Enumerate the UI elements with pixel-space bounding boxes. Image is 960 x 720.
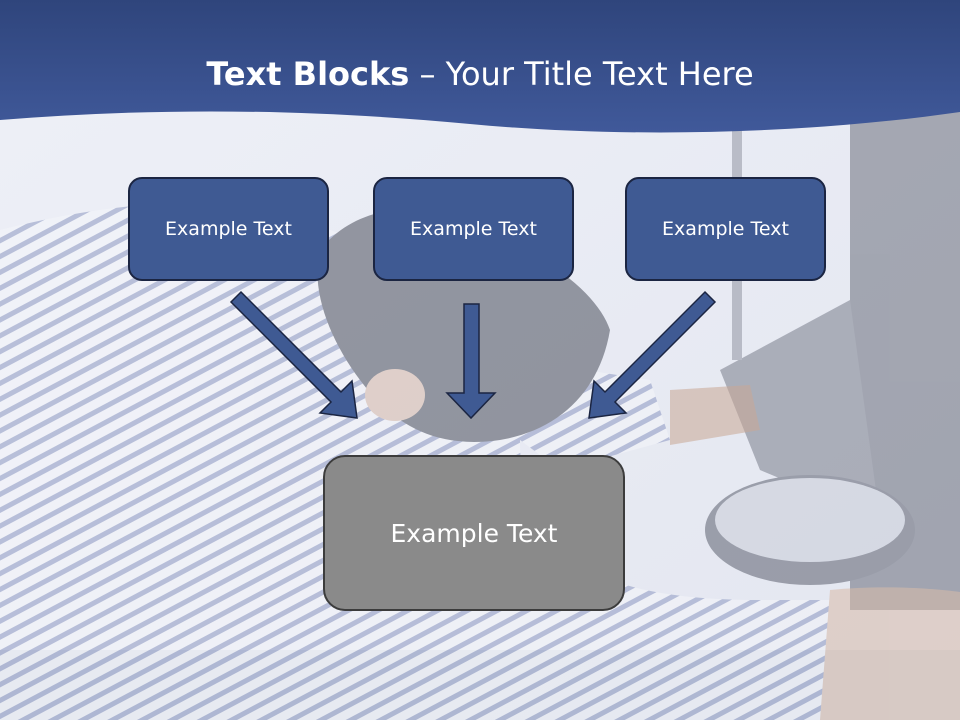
text-block-center-label: Example Text xyxy=(410,218,537,240)
text-block-left[interactable]: Example Text xyxy=(128,177,329,281)
text-block-result[interactable]: Example Text xyxy=(323,455,625,611)
text-block-left-label: Example Text xyxy=(165,218,292,240)
title-dash: – xyxy=(409,55,446,93)
title-bold-part: Text Blocks xyxy=(206,55,410,93)
header-band xyxy=(0,0,960,133)
text-block-right[interactable]: Example Text xyxy=(625,177,826,281)
text-block-result-label: Example Text xyxy=(390,518,558,548)
title-regular-part: Your Title Text Here xyxy=(445,55,754,93)
slide-title: Text Blocks – Your Title Text Here xyxy=(0,52,960,96)
text-block-center[interactable]: Example Text xyxy=(373,177,574,281)
text-block-right-label: Example Text xyxy=(662,218,789,240)
